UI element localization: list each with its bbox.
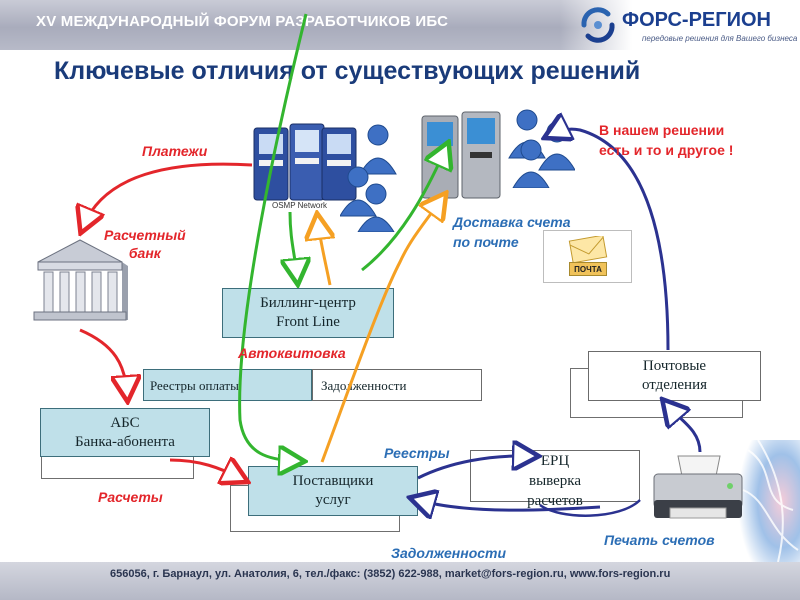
- arrow-erc-to-suppliers: [418, 500, 601, 510]
- registries-label: Реестры: [384, 445, 450, 461]
- logo-tagline: передовые решения для Вашего бизнеса: [642, 34, 798, 43]
- arrow-print-loop: [539, 499, 641, 517]
- arrow-printer-to-post: [668, 406, 702, 453]
- settlement-bank-line-1: Расчетный: [104, 227, 186, 243]
- post-line-1: Почтовые: [642, 358, 707, 374]
- footer-bar: [0, 562, 800, 600]
- payments-label: Платежи: [142, 143, 208, 159]
- suppliers-line-1: Поставщики: [292, 473, 374, 489]
- payment-registries-box: Реестры оплаты: [143, 369, 312, 401]
- arrow-billing-to-kiosks: [361, 150, 445, 272]
- auto-ack-label: Автоквитовка: [238, 345, 346, 361]
- forum-title: XV МЕЖДУНАРОДНЫЙ ФОРУМ РАЗРАБОТЧИКОВ ИБС: [36, 13, 449, 30]
- arrow-abs-to-suppliers: [169, 460, 240, 478]
- arrow-payments-to-bank: [84, 162, 253, 225]
- debts-box: Задолженности: [312, 369, 482, 401]
- abs-line-1: АБС: [110, 415, 140, 431]
- fors-logo-icon: [581, 7, 615, 43]
- print-bills-label: Печать счетов: [604, 532, 715, 548]
- settlements-label: Расчеты: [98, 489, 163, 505]
- erc-line-2: выверка: [528, 473, 582, 489]
- erc-box: ЕРЦ выверка расчетов: [470, 450, 640, 509]
- delivery-line-2: по почте: [453, 234, 519, 250]
- solution-note-line-2: есть и то и другое !: [599, 142, 734, 158]
- settlement-bank-label: Расчетный банк: [104, 226, 186, 262]
- solution-note: В нашем решении есть и то и другое !: [599, 120, 733, 160]
- arrow-post-to-customers: [552, 129, 670, 351]
- post-offices-box: Почтовые отделения: [588, 351, 761, 401]
- logo-text: ФОРС-РЕГИОН: [622, 9, 771, 31]
- bank-building-icon: [33, 239, 128, 321]
- envelope-icon: [568, 236, 608, 264]
- arrow-kiosks-to-billing: [290, 211, 297, 276]
- settlement-bank-line-2: банк: [128, 245, 161, 261]
- customers-icon: [340, 124, 397, 232]
- arrow-suppliers-to-kiosks: [320, 200, 441, 463]
- mail-label: ПОЧТА: [569, 262, 607, 276]
- abs-bank-box: АБС Банка-абонента: [40, 408, 210, 457]
- billing-line-1: Биллинг-центр: [260, 295, 356, 311]
- erc-line-1: ЕРЦ: [540, 453, 570, 469]
- solution-note-line-1: В нашем решении: [599, 122, 725, 138]
- printer-icon: [653, 455, 743, 519]
- arrow-bank-to-abs: [79, 328, 127, 393]
- arrow-suppliers-to-erc: [417, 456, 530, 480]
- billing-center-box: Биллинг-центр Front Line: [222, 288, 394, 338]
- osmp-label: OSMP Network: [272, 201, 327, 210]
- decorative-swirl: [738, 440, 800, 562]
- suppliers-box: Поставщики услуг: [248, 466, 418, 516]
- billing-line-2: Front Line: [276, 314, 340, 330]
- abs-line-2: Банка-абонента: [75, 434, 175, 450]
- arrow-title-to-suppliers: [238, 13, 306, 461]
- arrow-billing-to-people: [318, 222, 330, 286]
- delivery-label: Доставка счета по почте: [453, 212, 571, 252]
- delivery-line-1: Доставка счета: [453, 214, 571, 230]
- footer-contacts: 656056, г. Барнаул, ул. Анатолия, 6, тел…: [110, 568, 671, 580]
- suppliers-line-2: услуг: [315, 492, 351, 508]
- post-line-2: отделения: [641, 377, 708, 393]
- debts-bottom-label: Задолженности: [391, 545, 507, 561]
- slide-title: Ключевые отличия от существующих решений: [54, 57, 641, 85]
